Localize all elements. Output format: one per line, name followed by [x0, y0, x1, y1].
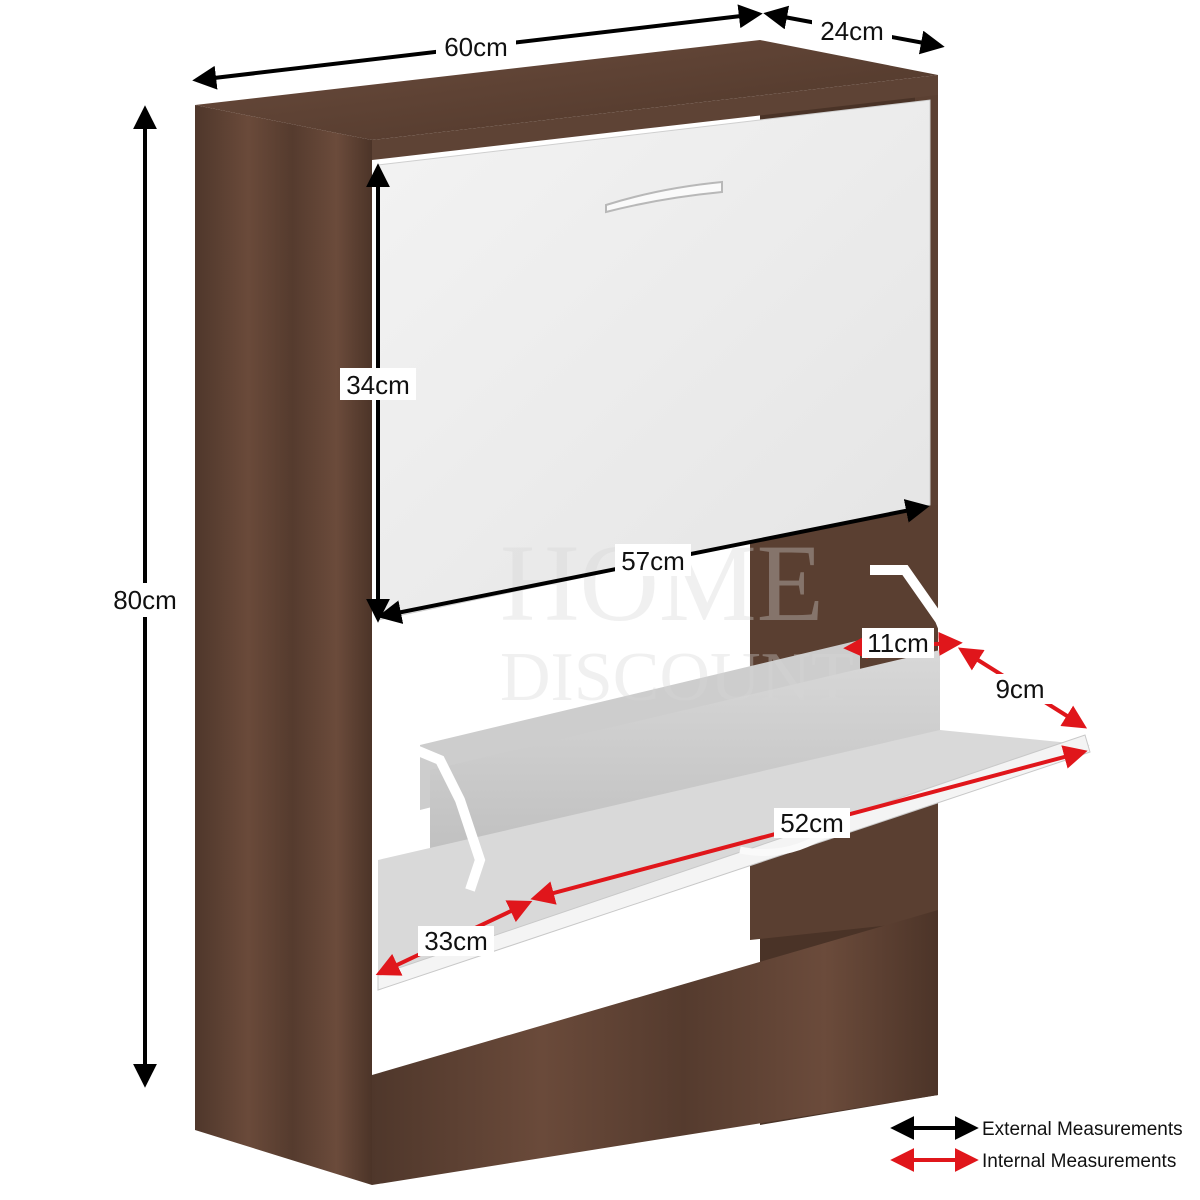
- tray-side-depth-label-bg: [418, 926, 494, 956]
- watermark-line2: DISCOUNT: [500, 639, 854, 716]
- legend-external-label: External Measurements: [982, 1119, 1183, 1140]
- door-height-label: 34cm: [346, 370, 410, 400]
- tray-side-depth-label: 33cm: [424, 926, 488, 956]
- door-width-label: 57cm: [621, 546, 685, 576]
- depth-label-bg: [812, 14, 892, 46]
- width-label-bg: [436, 30, 516, 64]
- tray-top-depth-label-bg: [862, 628, 934, 658]
- cabinet-left-front: [195, 105, 372, 1185]
- external-depth-label: 24cm: [820, 16, 884, 46]
- tray-width-label: 52cm: [780, 808, 844, 838]
- flap-depth-label-bg: [988, 674, 1052, 704]
- door-width-label-bg: [615, 544, 691, 576]
- internal-dimensions: 11cm 9cm 52cm 33cm: [375, 628, 1088, 976]
- cabinet-plinth: [372, 910, 938, 1185]
- measurement-legend: External Measurements Internal Measureme…: [890, 1116, 1183, 1172]
- external-dimensions: 60cm 24cm 80cm 34cm 57cm: [105, 4, 945, 1088]
- tray-hinge-left: [378, 730, 486, 892]
- cabinet-top-rail: [372, 75, 938, 160]
- top-door-handle: [605, 180, 723, 214]
- door-height-label-bg: [340, 368, 416, 400]
- external-width-label: 60cm: [444, 32, 508, 62]
- height-label-bg: [105, 583, 185, 617]
- legend-internal-label: Internal Measurements: [982, 1151, 1176, 1172]
- flap-depth-label: 9cm: [995, 674, 1044, 704]
- tray-width-label-bg: [774, 808, 850, 838]
- tray-top-depth-label: 11cm: [867, 628, 929, 658]
- external-height-label: 80cm: [113, 585, 177, 615]
